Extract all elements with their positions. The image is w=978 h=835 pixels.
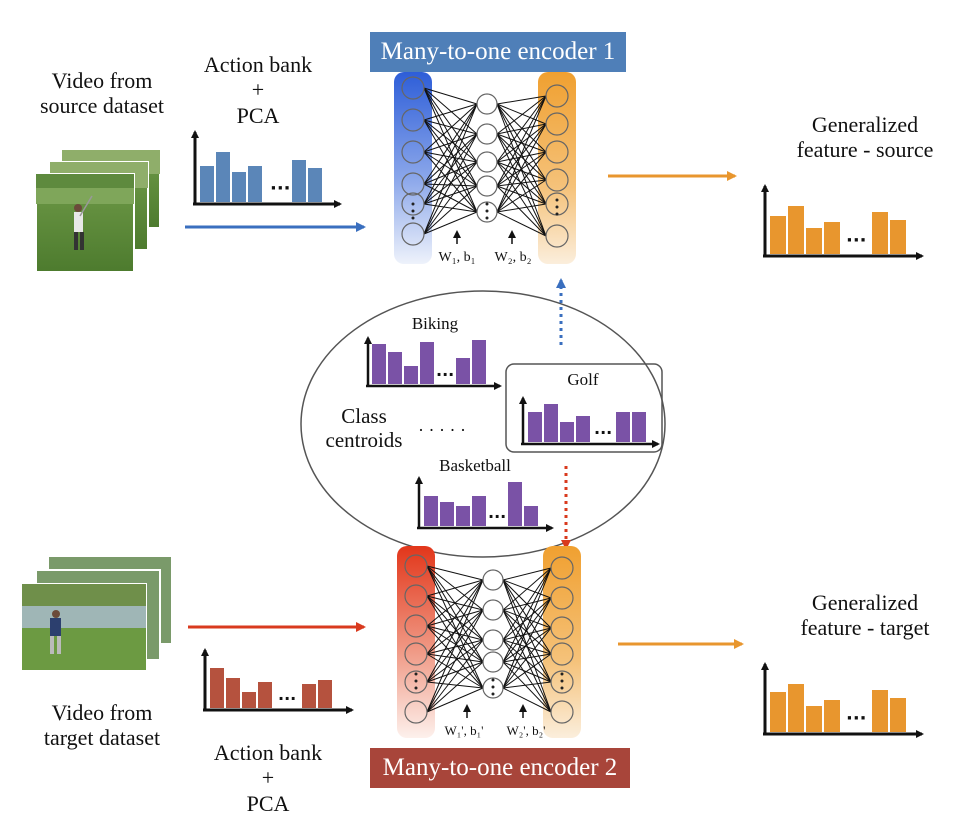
neuron: [404, 584, 428, 608]
video-source-label: Video from source dataset: [40, 68, 164, 119]
video-target-label: Video from target dataset: [43, 700, 161, 751]
golf-highlight-box: [505, 363, 663, 453]
neuron: [401, 192, 425, 216]
neuron: [550, 586, 574, 610]
neuron: [482, 599, 504, 621]
neuron: [401, 140, 425, 164]
golfer-icon: [74, 195, 93, 250]
action-bank-histogram-top: ···: [191, 130, 342, 208]
neuron: [404, 670, 428, 694]
svg-text:···: ···: [846, 230, 867, 251]
encoder-1-title: Many-to-one encoder 1: [380, 38, 616, 65]
neuron: [401, 108, 425, 132]
golf-histogram: ···: [519, 396, 660, 448]
class-centroids-label: Class centroids: [325, 404, 403, 453]
basketball-label: Basketball: [439, 456, 511, 475]
generalized-feature-source-label: Generalized feature - source: [796, 112, 934, 163]
w1p-b1p-label: W₁', b₁': [444, 723, 484, 738]
neuron: [401, 76, 425, 100]
biking-label: Biking: [411, 314, 459, 333]
generalized-feature-target-histogram: ···: [761, 662, 924, 738]
golfer-icon: [50, 610, 61, 654]
neuron: [550, 700, 574, 724]
neuron: [404, 642, 428, 666]
source-video-frames: [35, 149, 161, 273]
neuron: [545, 224, 569, 248]
neuron: [545, 84, 569, 108]
neuron: [550, 616, 574, 640]
w2p-b2p-label: W₂', b₂': [506, 723, 546, 738]
target-video-frames: [21, 555, 173, 671]
encoder-2-title: Many-to-one encoder 2: [382, 754, 618, 781]
neuron: [550, 642, 574, 666]
encoder-2: [370, 546, 630, 788]
svg-text:···: ···: [436, 365, 454, 384]
action-bank-top-label: Action bank + PCA: [203, 52, 313, 128]
golf-label: Golf: [567, 370, 599, 389]
encoder-1: [370, 32, 626, 264]
generalized-feature-target-label: Generalized feature - target: [800, 590, 930, 641]
neuron: [404, 614, 428, 638]
neuron: [482, 629, 504, 651]
neuron: [545, 168, 569, 192]
neuron: [482, 651, 504, 673]
centroids-ellipsis: · · · · ·: [418, 420, 466, 440]
w2-b2-label: W₂, b₂: [494, 250, 532, 265]
neuron: [404, 700, 428, 724]
neuron: [401, 222, 425, 246]
neuron: [482, 569, 504, 591]
neuron: [476, 123, 498, 145]
svg-text:···: ···: [594, 423, 612, 442]
w1-b1-label: W₁, b₁: [438, 250, 476, 265]
generalized-feature-source-histogram: ···: [761, 184, 924, 260]
class-centroids-ellipse: [300, 290, 666, 558]
neuron: [476, 93, 498, 115]
neuron: [550, 556, 574, 580]
action-bank-bottom-label: Action bank + PCA: [213, 740, 323, 816]
svg-text:···: ···: [278, 689, 296, 708]
neuron: [550, 670, 574, 694]
svg-text:···: ···: [270, 178, 291, 199]
svg-text:···: ···: [846, 708, 867, 729]
neuron: [404, 554, 428, 578]
neuron: [545, 112, 569, 136]
basketball-histogram: ···: [415, 476, 554, 532]
neuron: [476, 151, 498, 173]
weight-annotation-arrows: [453, 230, 527, 718]
action-bank-histogram-bottom: ···: [201, 648, 354, 714]
neuron: [401, 172, 425, 196]
neuron: [545, 140, 569, 164]
svg-text:···: ···: [488, 507, 506, 526]
biking-histogram: ···: [364, 336, 502, 390]
neuron: [476, 175, 498, 197]
